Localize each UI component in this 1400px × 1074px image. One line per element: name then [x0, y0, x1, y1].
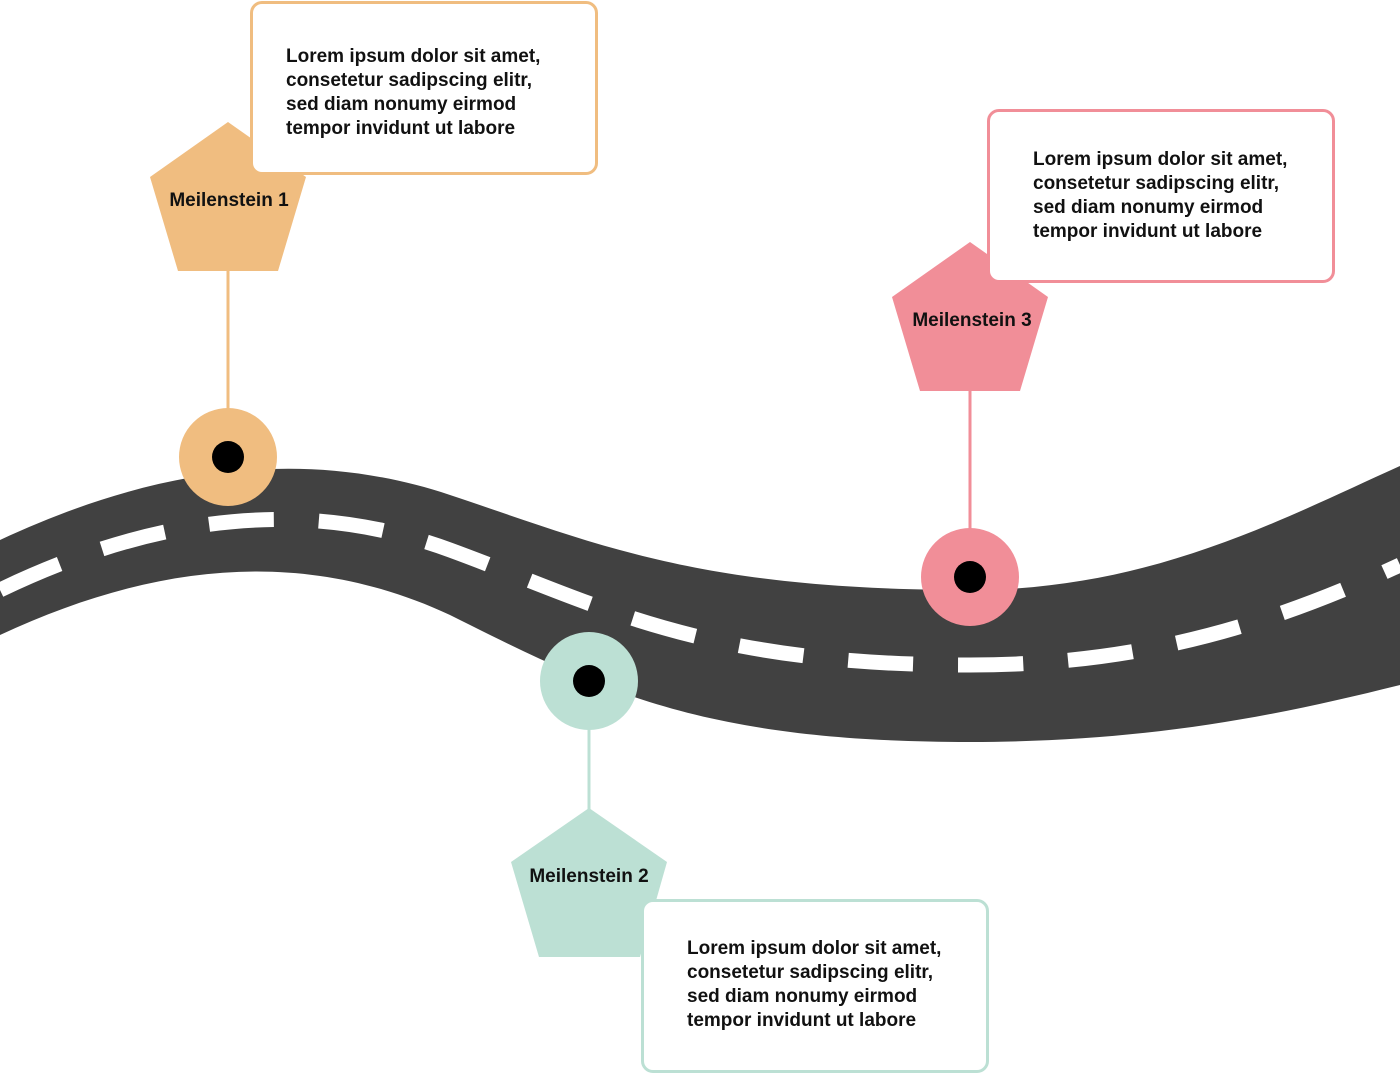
milestone-3-text-line-2: consetetur sadipscing elitr, [1033, 173, 1280, 194]
milestone-1-textbox: Lorem ipsum dolor sit amet, consetetur s… [250, 1, 598, 175]
milestone-1-text-line-4: tempor invidunt ut labore [286, 118, 516, 139]
milestone-3-text-line-1: Lorem ipsum dolor sit amet, [1033, 149, 1288, 170]
milestone-2-text-line-3: sed diam nonumy eirmod [687, 986, 918, 1007]
milestone-3-label: Meilenstein 3 [912, 310, 1031, 331]
milestone-1: Meilenstein 1 [150, 122, 306, 506]
milestone-2-pentagon [511, 808, 667, 957]
milestone-2-text-line-2: consetetur sadipscing elitr, [687, 962, 934, 983]
road [0, 466, 1400, 742]
milestone-1-text-line-2: consetetur sadipscing elitr, [286, 70, 533, 91]
milestone-2-label: Meilenstein 2 [529, 866, 648, 887]
milestone-3: Meilenstein 3 [892, 242, 1048, 626]
milestone-3-text-line-3: sed diam nonumy eirmod [1033, 197, 1264, 218]
milestone-1-label: Meilenstein 1 [169, 190, 289, 211]
milestone-2-marker-center [573, 665, 605, 697]
milestone-3-marker-center [954, 561, 986, 593]
milestone-2: Meilenstein 2 [511, 632, 667, 957]
milestone-3-text-line-4: tempor invidunt ut labore [1033, 221, 1263, 242]
milestone-2-text-line-4: tempor invidunt ut labore [687, 1010, 917, 1031]
lane-marking [0, 512, 1400, 673]
milestone-1-text-line-3: sed diam nonumy eirmod [286, 94, 517, 115]
milestone-1-marker-center [212, 441, 244, 473]
milestone-2-textbox: Lorem ipsum dolor sit amet, consetetur s… [641, 899, 989, 1073]
milestone-3-textbox: Lorem ipsum dolor sit amet, consetetur s… [987, 109, 1335, 283]
milestone-2-text-line-1: Lorem ipsum dolor sit amet, [687, 938, 942, 959]
milestone-1-text-line-1: Lorem ipsum dolor sit amet, [286, 46, 541, 67]
